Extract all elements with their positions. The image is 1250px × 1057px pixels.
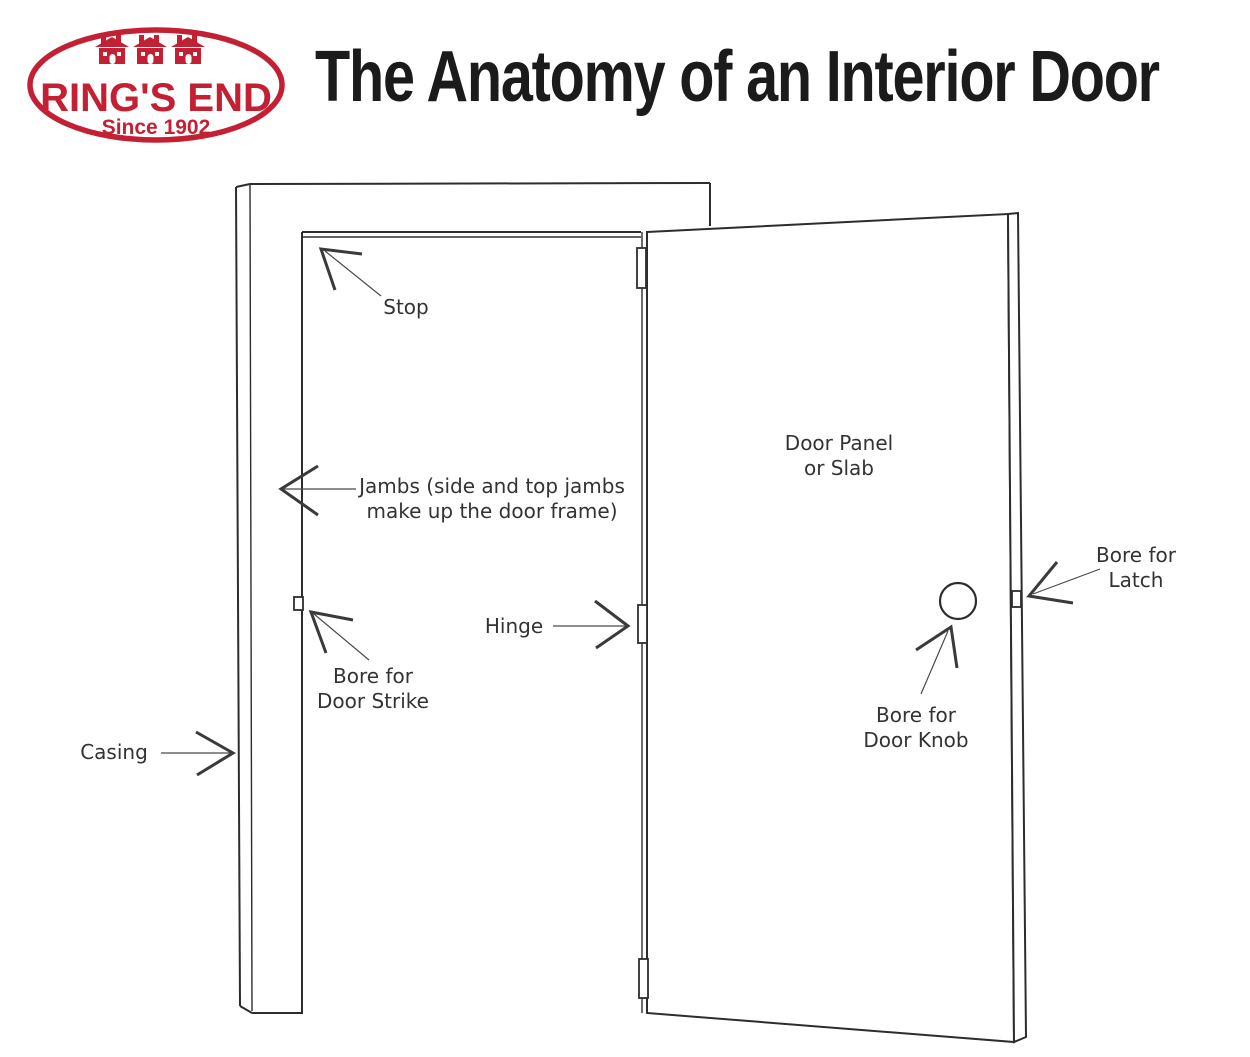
label-bore-latch-line2: Latch <box>1108 568 1164 592</box>
casing-left-inner-edge <box>249 183 253 1012</box>
label-door-panel: Door Panel or Slab <box>785 431 893 481</box>
label-stop-text: Stop <box>383 295 429 319</box>
three-houses-icon <box>95 35 205 64</box>
door-frame <box>235 182 711 1014</box>
label-casing-text: Casing <box>80 740 148 764</box>
label-bore-door-strike-line1: Bore for <box>333 664 413 688</box>
annotation-arrows <box>161 247 1101 777</box>
label-bore-latch: Bore for Latch <box>1096 543 1176 593</box>
hinge-middle <box>637 604 648 644</box>
hinge-arrow <box>553 599 631 650</box>
jambs-arrow <box>278 464 356 517</box>
logo-oval <box>27 27 285 143</box>
stop-arrow <box>318 247 382 297</box>
label-jambs-line2: make up the door frame) <box>366 499 618 523</box>
strike-arrow <box>308 610 370 661</box>
label-bore-door-knob: Bore for Door Knob <box>863 703 968 753</box>
door-panel <box>636 211 1028 1044</box>
label-bore-latch-line1: Bore for <box>1096 543 1176 567</box>
logo-tagline: Since 1902 <box>102 116 211 139</box>
hinge-top <box>636 247 647 289</box>
page-title: The Anatomy of an Interior Door <box>315 37 1160 117</box>
label-bore-door-strike: Bore for Door Strike <box>317 664 429 714</box>
logo-brand-name: RING'S END <box>40 76 272 120</box>
door-side-edge <box>1006 211 1028 1044</box>
label-hinge-text: Hinge <box>484 614 544 638</box>
door-knob-bore <box>938 581 978 621</box>
door-face <box>646 212 1016 1044</box>
strike-bore <box>293 596 304 611</box>
casing-bottom-bevel <box>239 1005 253 1014</box>
label-bore-door-strike-line2: Door Strike <box>317 689 429 713</box>
label-jambs: Jambs (side and top jambs make up the do… <box>359 474 625 524</box>
latch-arrow <box>1026 561 1101 605</box>
rings-end-logo: RING'S END Since 1902 <box>27 27 285 143</box>
latch-bore <box>1011 590 1022 608</box>
label-door-panel-line2: or Slab <box>803 456 875 480</box>
label-casing: Casing <box>80 740 148 765</box>
label-hinge: Hinge <box>485 614 543 639</box>
casing-arrow <box>161 730 236 777</box>
hinge-bottom <box>638 958 649 999</box>
house-icon <box>95 35 129 64</box>
casing-top-edge <box>249 182 711 185</box>
casing-left-outer-edge <box>235 186 241 1007</box>
label-bore-door-knob-line1: Bore for <box>876 703 956 727</box>
label-jambs-line1: Jambs (side and top jambs <box>359 474 625 498</box>
label-door-panel-line1: Door Panel <box>784 431 894 455</box>
house-icon <box>171 35 205 64</box>
casing-top-bevel <box>235 183 251 188</box>
house-icon <box>133 35 167 64</box>
label-bore-door-knob-line2: Door Knob <box>863 728 969 752</box>
label-stop: Stop <box>383 295 428 320</box>
knob-arrow <box>915 624 959 695</box>
